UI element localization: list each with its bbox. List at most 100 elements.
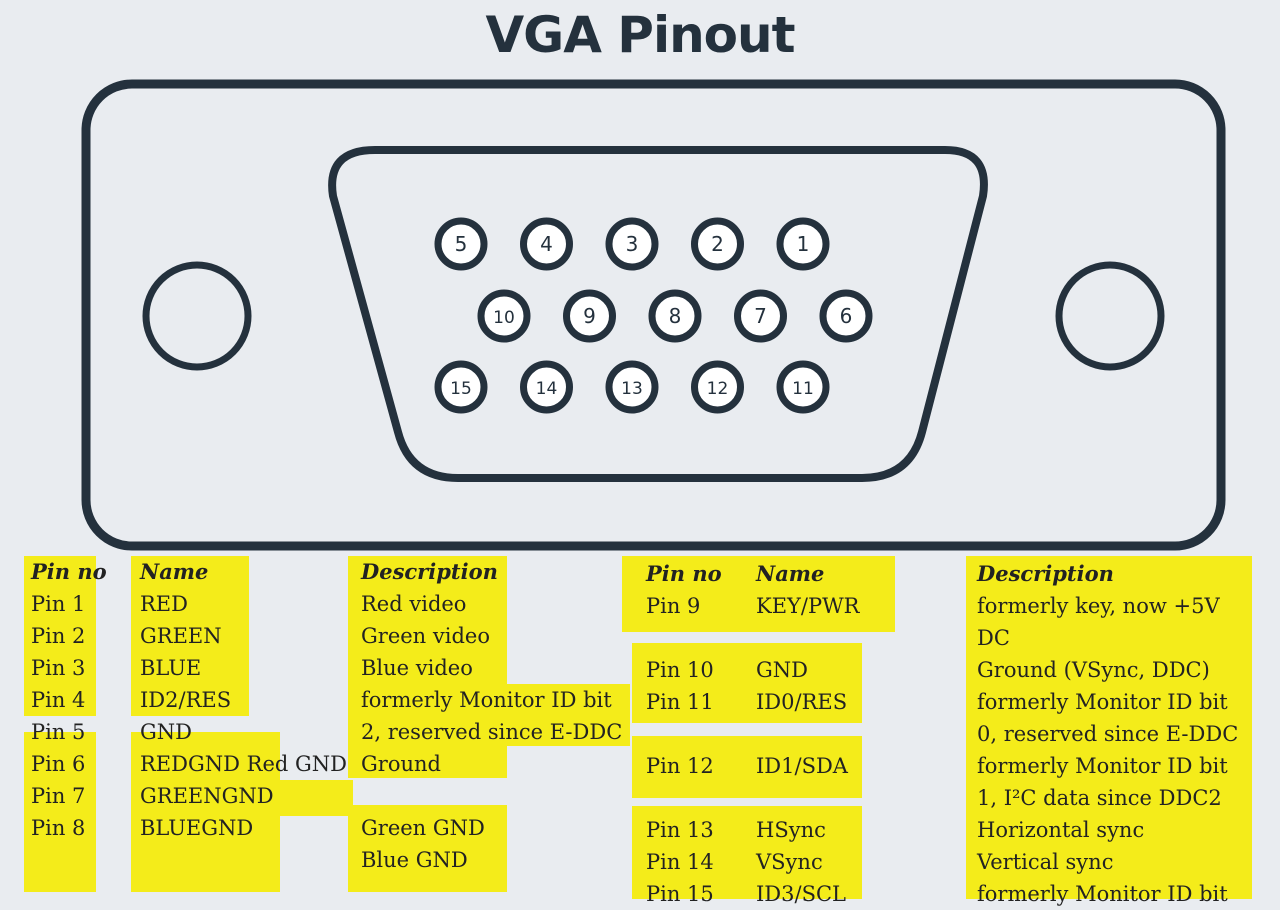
left-row-pin: Pin 2	[31, 624, 86, 648]
left-header-pin: Pin no	[31, 559, 107, 584]
highlight-right-pin10-11	[632, 643, 862, 723]
left-row-name: ID2/RES	[140, 688, 232, 712]
pin-circle	[648, 289, 702, 343]
highlight-right-desc	[966, 556, 1252, 899]
pin-circle	[734, 289, 787, 343]
right-row-name: GND	[756, 658, 808, 682]
pin-circle	[520, 360, 573, 414]
mounting-hole-right	[1055, 261, 1165, 371]
right-description-line: DC	[977, 626, 1010, 650]
right-description-line: 0, reserved since E-DDC	[977, 722, 1239, 746]
left-row-pin: Pin 4	[31, 688, 86, 712]
pin-circle	[520, 217, 573, 271]
right-row-name: VSync	[756, 850, 823, 874]
left-row-pin: Pin 3	[31, 656, 86, 680]
right-row-name: ID0/RES	[756, 690, 848, 714]
pin-label: 4	[540, 232, 553, 256]
right-description-line: formerly Monitor ID bit	[977, 690, 1228, 714]
left-header-name: Name	[140, 559, 209, 584]
pin-circle	[776, 217, 830, 271]
pin-label: 13	[621, 379, 643, 399]
pin-circle	[477, 289, 531, 343]
right-header-description: Description	[977, 561, 1114, 586]
pin-circle	[605, 360, 659, 414]
pin-label: 5	[455, 232, 468, 256]
right-row-pin: Pin 15	[646, 882, 714, 906]
right-row-name: KEY/PWR	[756, 594, 860, 618]
left-row-pin: Pin 5	[31, 720, 86, 744]
left-row-pin: Pin 6	[31, 752, 86, 776]
pin-14: 14	[520, 360, 573, 414]
mounting-hole-left	[142, 261, 252, 371]
left-row-pin: Pin 1	[31, 592, 86, 616]
pin-12: 12	[691, 360, 744, 414]
left-row-description: Green video	[361, 624, 490, 648]
left-row-pin: Pin 8	[31, 816, 86, 840]
right-description-line: Ground (VSync, DDC)	[977, 658, 1210, 682]
left-row-description: Green GND	[361, 816, 485, 840]
pin-15: 15	[434, 360, 488, 414]
pin-circle	[691, 360, 744, 414]
left-row-description: Blue GND	[361, 848, 468, 872]
pin-label: 8	[669, 304, 682, 328]
left-row-description: 2, reserved since E-DDC	[361, 720, 623, 744]
right-description-line: formerly key, now +5V	[977, 594, 1220, 618]
right-row-pin: Pin 13	[646, 818, 714, 842]
pin-circle	[563, 289, 616, 343]
left-row-name: BLUEGND	[140, 816, 254, 840]
right-row-name: ID1/SDA	[756, 754, 848, 778]
pin-label: 3	[626, 232, 639, 256]
pin-label: 6	[840, 304, 853, 328]
highlight-right-pin13-15	[632, 806, 862, 899]
right-row-name: HSync	[756, 818, 826, 842]
highlight-desc-bottom	[348, 805, 507, 892]
right-description-line: Horizontal sync	[977, 818, 1145, 842]
highlight-name-col-top	[131, 556, 249, 716]
highlight-pin-col-top	[24, 556, 96, 716]
connector-shell	[81, 79, 1226, 551]
pin-8: 8	[648, 289, 702, 343]
pin-5: 5	[434, 217, 488, 271]
connector-outline	[81, 79, 1226, 551]
pin-circle	[434, 217, 488, 271]
left-row-name: REDGND Red GND	[140, 752, 347, 776]
pin-circle	[691, 217, 744, 271]
pin-6: 6	[819, 289, 873, 343]
page-title: VGA Pinout	[485, 6, 795, 64]
pin-2: 2	[691, 217, 744, 271]
pin-11: 11	[776, 360, 830, 414]
left-row-name: RED	[140, 592, 188, 616]
right-row-name: ID3/SCL	[756, 882, 846, 906]
right-description-line: 1, I²C data since DDC2	[977, 786, 1222, 810]
pin-4: 4	[520, 217, 573, 271]
pin-circle	[434, 360, 488, 414]
left-row-name: GREEN	[140, 624, 222, 648]
left-row-name: BLUE	[140, 656, 202, 680]
right-row-pin: Pin 14	[646, 850, 714, 874]
pin-label: 9	[583, 304, 596, 328]
pin-circle	[776, 360, 830, 414]
right-row-pin: Pin 10	[646, 658, 714, 682]
left-header-description: Description	[361, 559, 498, 584]
highlight-pin-col-bottom	[24, 732, 96, 892]
pin-7: 7	[734, 289, 787, 343]
left-row-description: Red video	[361, 592, 467, 616]
pin-label: 15	[450, 379, 472, 399]
right-description-line: Vertical sync	[977, 850, 1114, 874]
right-description-line: formerly Monitor ID bit	[977, 882, 1228, 906]
pin-3: 3	[605, 217, 659, 271]
pin-label: 12	[707, 379, 729, 399]
pin-9: 9	[563, 289, 616, 343]
right-row-pin: Pin 11	[646, 690, 714, 714]
right-row-pin: Pin 9	[646, 594, 701, 618]
connector-d-shape	[328, 146, 988, 482]
right-row-pin: Pin 12	[646, 754, 714, 778]
pin-label: 7	[754, 304, 767, 328]
pin-circle	[819, 289, 873, 343]
pin-label: 10	[493, 308, 515, 328]
highlight-right-pin9	[622, 556, 895, 632]
pin-label: 14	[536, 379, 558, 399]
left-row-name: GREENGND	[140, 784, 274, 808]
highlight-right-pin12	[632, 736, 862, 798]
